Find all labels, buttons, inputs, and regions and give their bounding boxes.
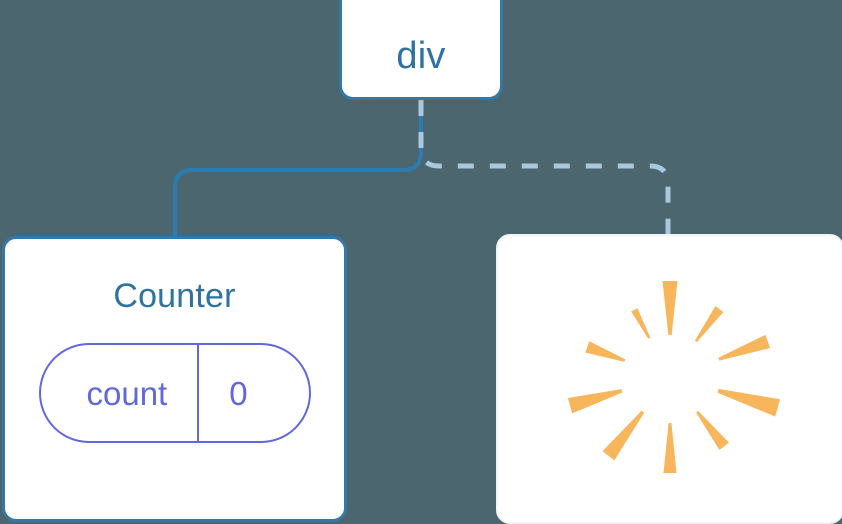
state-key-label: count bbox=[86, 374, 168, 412]
burst-ray-0 bbox=[662, 281, 678, 335]
burst-ray-7 bbox=[567, 389, 623, 414]
node-counter-label: Counter bbox=[113, 277, 236, 315]
burst-ray-9 bbox=[631, 308, 651, 339]
burst-ray-5 bbox=[663, 423, 677, 473]
node-render-highlight[interactable] bbox=[496, 234, 842, 524]
burst-ray-3 bbox=[717, 388, 781, 417]
burst-ray-1 bbox=[694, 306, 724, 343]
burst-ray-2 bbox=[718, 334, 771, 361]
edge-div-to-counter bbox=[173, 98, 423, 239]
node-counter[interactable]: Counter count 0 bbox=[2, 236, 347, 522]
burst-ray-6 bbox=[602, 410, 645, 461]
node-div-label: div bbox=[396, 35, 446, 77]
burst-ray-8 bbox=[585, 341, 626, 362]
sparkle-burst-icon bbox=[567, 281, 781, 473]
node-div[interactable]: div bbox=[339, 0, 503, 100]
state-pill-count[interactable]: count 0 bbox=[38, 343, 311, 443]
state-value-label: 0 bbox=[197, 345, 291, 441]
burst-ray-4 bbox=[696, 410, 729, 451]
edge-div-to-highlight bbox=[418, 100, 671, 236]
